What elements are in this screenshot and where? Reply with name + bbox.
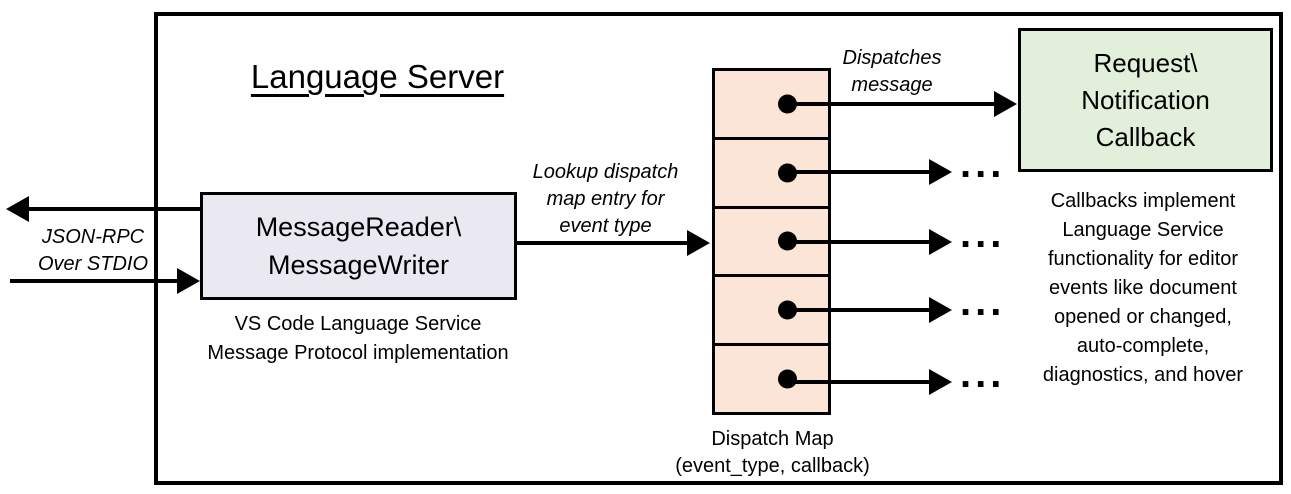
arrow-dispatch-row2-line: [787, 170, 931, 174]
ellipsis-icon: ...: [960, 280, 1006, 324]
arrow-stdio-in-line: [10, 279, 178, 283]
dispatch-map-entry: [715, 140, 828, 209]
request-notification-callback-box: Request\ Notification Callback: [1018, 28, 1273, 172]
ellipsis-icon: ...: [960, 352, 1006, 396]
dispatch-map-caption: Dispatch Map (event_type, callback): [675, 428, 870, 477]
lookup-dispatch-label: Lookup dispatch map entry for event type: [532, 161, 679, 237]
diagram-title: Language Server: [250, 58, 505, 95]
arrow-dispatch-row5-head: [929, 369, 952, 395]
language-server-boundary-box: [154, 12, 1283, 485]
message-reader-writer-box: MessageReader\ MessageWriter: [200, 192, 517, 300]
callbacks-note: Callbacks implement Language Service fun…: [1042, 190, 1244, 386]
arrow-dispatch-row3-head: [929, 229, 952, 255]
arrow-dispatch-row5-line: [787, 380, 931, 384]
message-box-caption: VS Code Language Service Message Protoco…: [207, 313, 509, 364]
arrow-dispatch-row2-head: [929, 159, 952, 185]
arrow-stdio-in-head: [177, 268, 200, 294]
arrow-stdio-out-line: [27, 207, 201, 211]
arrow-dispatch-row4-head: [929, 297, 952, 323]
arrow-stdio-out-head: [6, 196, 29, 222]
arrow-dispatch-row1-line: [787, 102, 996, 106]
arrow-dispatch-row4-line: [787, 308, 931, 312]
arrow-lookup-head: [687, 230, 710, 256]
arrow-dispatch-row1-head: [994, 91, 1017, 117]
arrow-dispatch-row3-line: [787, 240, 931, 244]
dispatches-message-label: Dispatches message: [842, 47, 942, 96]
ellipsis-icon: ...: [960, 212, 1006, 256]
ellipsis-icon: ...: [960, 142, 1006, 186]
stdio-label: JSON-RPC Over STDIO: [37, 226, 148, 275]
arrow-lookup-line: [517, 241, 689, 245]
